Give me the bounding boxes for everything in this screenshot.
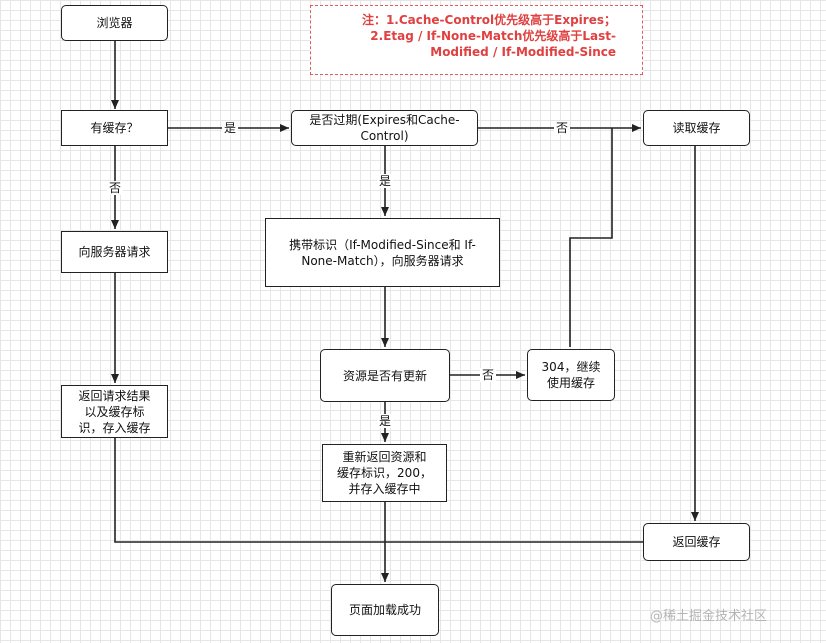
node-request-server-label: 向服务器请求 [78,245,151,259]
node-carry-tags-label: 携带标识（If-Modified-Since和 If- None-Match），… [289,237,476,268]
node-read-cache: 读取缓存 [643,110,750,146]
node-return-new-label: 重新返回资源和 缓存标识，200， 并存入缓存中 [337,450,432,496]
node-has-cache-label: 有缓存？ [90,121,139,135]
label-updated-yes: 是 [377,414,394,428]
node-304: 304，继续 使用缓存 [527,349,615,401]
label-has-cache-yes: 是 [222,121,239,135]
node-return-cache-label: 返回缓存 [672,535,721,549]
label-expired-yes: 是 [377,174,394,188]
node-return-cache: 返回缓存 [643,523,750,561]
node-return-result-label: 返回请求结果 以及缓存标 识，存入缓存 [78,388,151,435]
label-updated-no: 否 [480,368,497,382]
watermark: @稀土掘金技术社区 [650,609,768,624]
node-has-cache: 有缓存？ [61,110,168,146]
edge-return-result-to-page [114,438,385,543]
label-has-cache-no: 否 [107,181,124,195]
node-request-server: 向服务器请求 [61,231,168,273]
label-expired-no: 否 [554,121,571,135]
node-resource-updated: 资源是否有更新 [320,349,450,402]
node-browser: 浏览器 [61,5,168,41]
node-expired-label: 是否过期(Expires和Cache- Control) [309,113,460,143]
edge-304-to-read-cache [569,128,613,347]
node-resource-updated-label: 资源是否有更新 [342,368,427,383]
node-page-loaded-label: 页面加载成功 [348,603,421,617]
node-return-new: 重新返回资源和 缓存标识，200， 并存入缓存中 [322,444,447,502]
node-page-loaded: 页面加载成功 [331,584,439,636]
priority-note: 注：1.Cache-Control优先级高于Expires； 2.Etag / … [310,5,643,75]
node-return-result: 返回请求结果 以及缓存标 识，存入缓存 [61,385,168,438]
node-304-label: 304，继续 使用缓存 [541,360,601,390]
node-carry-tags: 携带标识（If-Modified-Since和 If- None-Match），… [265,218,500,287]
node-browser-label: 浏览器 [96,16,133,30]
node-expired: 是否过期(Expires和Cache- Control) [291,110,478,146]
node-read-cache-label: 读取缓存 [672,121,721,135]
